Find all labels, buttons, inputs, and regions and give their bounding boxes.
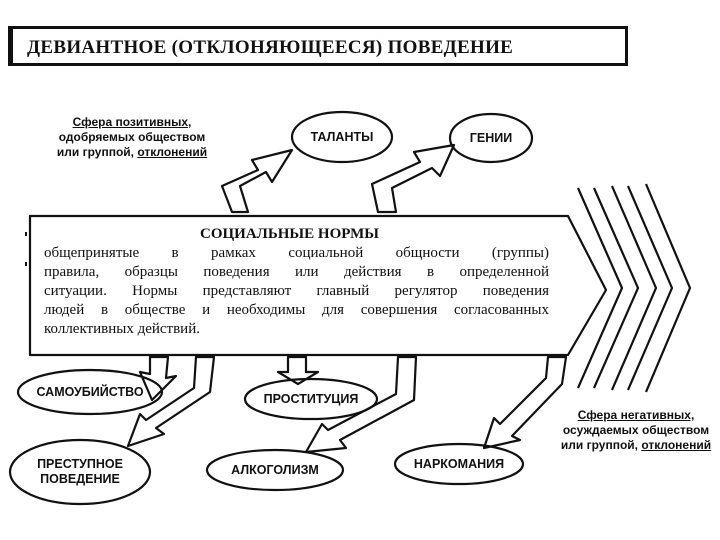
social-norms-line: людей в обществе и необходимы для соверш… — [44, 302, 549, 318]
social-norms-line: правила, образцы поведения или действия … — [44, 264, 549, 280]
arrow-to-talents — [220, 148, 294, 214]
chevron-2-inner — [626, 185, 674, 391]
social-norms-arrow — [28, 214, 608, 357]
suicide-label: САМОУБИЙСТВО — [36, 385, 144, 399]
positive-sphere-line3-b: отклонений — [137, 145, 208, 159]
social-norms-line: ситуации. Нормы представляют главный рег… — [44, 283, 549, 299]
chevron-3 — [644, 183, 692, 393]
negative-sphere-line3: или группой, отклонений — [554, 438, 718, 453]
social-norms-definition: общепринятые в рамках социальной общност… — [44, 244, 549, 339]
geniuses-ellipse — [448, 112, 534, 164]
crime-label-line1: ПРЕСТУПНОЕ — [37, 457, 123, 471]
arrow-to-drug-addiction — [482, 355, 568, 450]
negative-sphere-line2: осуждаемых обществом — [562, 423, 710, 437]
crime-label: ПРЕСТУПНОЕ ПОВЕДЕНИЕ — [20, 457, 140, 487]
positive-sphere-line1: Сфера позитивных, — [72, 115, 192, 129]
positive-sphere-line2: одобряемых обществом — [58, 130, 206, 144]
negative-sphere-line3-a: или группой, — [560, 438, 642, 452]
page-title: ДЕВИАНТНОЕ (ОТКЛОНЯЮЩЕЕСЯ) ПОВЕДЕНИЕ — [27, 37, 514, 58]
negative-sphere-line3-b: отклонений — [641, 438, 712, 452]
positive-sphere-note: Сфера позитивных, одобряемых обществом и… — [52, 115, 212, 160]
alcoholism-ellipse — [205, 448, 345, 492]
title-bar: ДЕВИАНТНОЕ (ОТКЛОНЯЮЩЕЕСЯ) ПОВЕДЕНИЕ — [8, 26, 628, 66]
chevron-2 — [610, 185, 658, 391]
social-norms-line: общепринятые в рамках социальной общност… — [44, 245, 549, 261]
prostitution-label: ПРОСТИТУЦИЯ — [263, 392, 359, 406]
alcoholism-label: АЛКОГОЛИЗМ — [231, 463, 319, 477]
crime-ellipse — [8, 438, 152, 506]
arrow-to-prostitution — [276, 355, 320, 386]
prostitution-ellipse — [243, 377, 379, 421]
chevron-1 — [576, 187, 624, 389]
arrow-to-crime — [126, 355, 216, 448]
social-norms-heading: СОЦИАЛЬНЫЕ НОРМЫ — [200, 226, 380, 242]
negative-sphere-line1: Сфера негативных, — [577, 408, 695, 422]
crime-label-line2: ПОВЕДЕНИЕ — [40, 472, 120, 486]
drug-addiction-ellipse — [393, 442, 525, 486]
chevron-1-inner — [592, 187, 640, 389]
suicide-ellipse — [16, 368, 164, 416]
drug-addiction-label: НАРКОМАНИЯ — [413, 457, 505, 471]
arrow-to-suicide — [138, 355, 178, 402]
arrow-to-alcoholism — [304, 355, 418, 454]
talents-ellipse — [290, 110, 394, 164]
geniuses-label: ГЕНИИ — [469, 131, 513, 145]
positive-sphere-line3: или группой, отклонений — [52, 145, 212, 160]
positive-sphere-line3-a: или группой, — [56, 145, 138, 159]
arrow-to-geniuses — [370, 143, 456, 214]
talents-label: ТАЛАНТЫ — [310, 130, 374, 144]
social-norms-line: коллективных действий. — [44, 321, 200, 337]
negative-sphere-note: Сфера негативных, осуждаемых обществом и… — [554, 408, 718, 453]
